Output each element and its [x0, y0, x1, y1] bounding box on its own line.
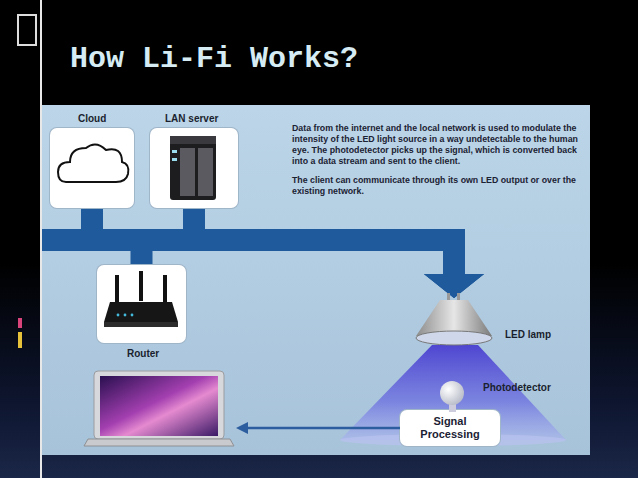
- diagram-panel: [42, 105, 590, 455]
- router-box-shape: [97, 265, 186, 343]
- accent-bar: [18, 332, 22, 348]
- photodetector-label: Photodetector: [483, 382, 551, 393]
- led-lamp-icon: [416, 293, 492, 345]
- signal-processing-box: Signal Processing: [400, 410, 500, 446]
- server-box: LAN server: [150, 111, 238, 208]
- arrow-head: [424, 274, 484, 298]
- led-lamp: LED lamp: [404, 298, 570, 346]
- led-lamp-shape: [404, 298, 504, 344]
- router-icon: [104, 271, 178, 327]
- data-band: [142, 240, 485, 298]
- arrow-head: [424, 274, 484, 298]
- node-label: LED lamp: [505, 329, 551, 340]
- node-text: Signal Processing: [406, 415, 494, 441]
- corner-mark: [18, 15, 36, 45]
- router-box: Router: [97, 265, 186, 361]
- photodetector-icon: [440, 381, 464, 412]
- arrow-head: [424, 274, 484, 298]
- light-cone: [340, 345, 566, 440]
- node-label: Router: [127, 348, 159, 359]
- cloud-box-shape: [50, 128, 134, 208]
- description-text: The client can communicate through its o…: [292, 175, 588, 197]
- server-box-shape: [150, 128, 238, 208]
- accent-bar: [18, 318, 22, 328]
- server-icon: [170, 136, 216, 200]
- cloud-icon: [58, 144, 128, 182]
- divider-line: [40, 0, 42, 478]
- band-path: [142, 240, 455, 275]
- data-band: [194, 208, 484, 298]
- laptop-icon: [84, 371, 234, 446]
- node-label: LAN server: [165, 113, 218, 124]
- node-label: Cloud: [78, 113, 106, 124]
- slide-title: How Li-Fi Works?: [70, 42, 358, 76]
- description-text: Data from the internet and the local net…: [292, 123, 588, 167]
- client-link-arrow: [236, 422, 400, 434]
- signal-processing-box-shape: Signal Processing: [400, 410, 500, 446]
- cloud-box: Cloud: [50, 111, 134, 208]
